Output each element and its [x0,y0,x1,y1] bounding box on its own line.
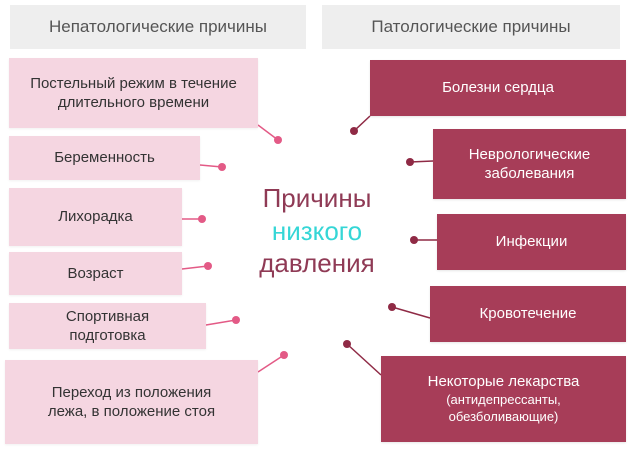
center-title-line2: низкого [271,215,363,246]
left-item-sport-training: Спортивная подготовка [9,303,206,349]
right-item-medications: Некоторые лекарства (антидепрессанты, об… [381,356,626,442]
left-item-4-line1: Возраст [67,264,124,282]
left-item-1-line2: длительного времени [57,94,210,111]
connector-dot-left-1 [274,136,282,144]
right-item-neurological: Неврологические заболевания [433,129,626,199]
right-item-5-line1: Некоторые лекарства [427,373,580,391]
right-item-infections: Инфекции [437,214,626,270]
center-title: Причины низкого давления [232,182,402,280]
right-item-2-line1: Неврологические [468,145,591,163]
connector-dot-right-1 [350,127,358,135]
header-nonpathological: Непатологические причины [10,5,306,49]
right-item-4-line1: Кровотечение [479,305,577,323]
connector-left-6 [257,354,285,373]
right-item-bleeding: Кровотечение [430,286,626,342]
connector-dot-left-4 [204,262,212,270]
connector-dot-right-3 [410,236,418,244]
right-item-3-line1: Инфекции [495,233,568,251]
connector-right-5 [346,343,382,376]
header-nonpathological-label: Непатологические причины [49,17,267,36]
left-item-5-line2: подготовка [69,327,146,344]
connector-dot-right-5 [343,340,351,348]
right-item-1-line1: Болезни сердца [442,79,554,97]
left-item-age: Возраст [9,252,182,295]
right-item-5-sub2: обезболивающие) [448,408,559,424]
connector-left-5 [205,319,237,326]
center-title-line1: Причины [262,183,372,213]
left-item-6-line2: лежа, в положение стоя [47,403,216,420]
right-item-5-sub1: (антидепрессанты, [446,391,561,407]
left-item-1-line1: Постельный режим в течение [30,74,237,92]
connector-dot-left-2 [218,163,226,171]
left-item-fever: Лихорадка [9,188,182,246]
left-item-6-line1: Переход из положения [51,383,212,401]
left-item-position-change: Переход из положения лежа, в положение с… [5,360,258,444]
connector-dot-right-2 [406,158,414,166]
connector-right-4 [391,306,431,319]
connector-dot-left-3 [198,215,206,223]
connector-left-4 [181,265,209,270]
right-item-2-line2: заболевания [484,165,575,182]
connector-dot-left-5 [232,316,240,324]
connector-dot-right-4 [388,303,396,311]
left-item-5-line1: Спортивная [65,307,150,325]
left-item-3-line1: Лихорадка [58,208,133,226]
connector-left-1 [257,124,279,141]
center-title-line3: давления [259,248,375,278]
header-pathological: Патологические причины [322,5,620,49]
left-item-pregnancy: Беременность [9,136,200,180]
connector-dot-left-6 [280,351,288,359]
header-pathological-label: Патологические причины [371,17,571,36]
right-item-heart-disease: Болезни сердца [370,60,626,116]
left-item-bed-rest: Постельный режим в течение длительного в… [9,58,258,128]
left-item-2-line1: Беременность [54,149,155,167]
